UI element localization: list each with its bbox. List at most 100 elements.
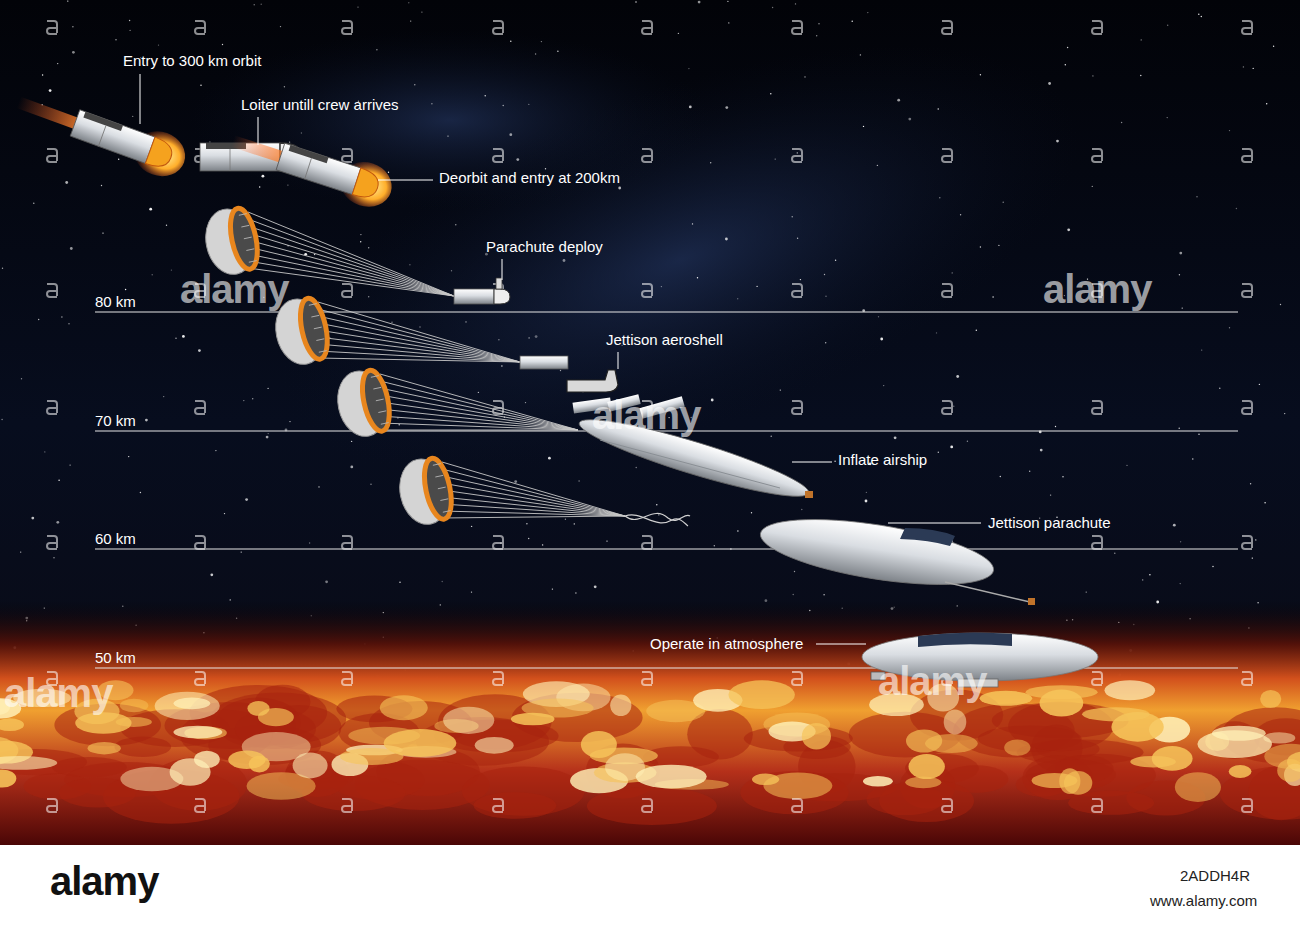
watermark: alamy (592, 392, 700, 438)
watermark-mark (47, 149, 57, 162)
star (938, 452, 939, 453)
star (1167, 117, 1168, 118)
watermark: alamy (4, 670, 112, 716)
suspension-line (380, 402, 578, 430)
star (697, 277, 698, 278)
star (175, 338, 176, 339)
atmosphere-glow (0, 600, 1300, 845)
star (252, 398, 253, 399)
star (442, 581, 443, 582)
watermark-mark (642, 536, 652, 549)
star (485, 95, 486, 96)
cloud-puff (88, 742, 121, 754)
star (158, 44, 159, 45)
cloud-puff (1212, 726, 1266, 741)
star (894, 436, 897, 439)
suspension-line (442, 516, 625, 518)
cloud-puff (0, 769, 16, 787)
watermark-mark (1242, 799, 1252, 812)
watermark-mark (1242, 21, 1252, 34)
cloud-puff (340, 748, 404, 765)
watermark-mark (493, 672, 503, 685)
star (57, 63, 58, 64)
star (525, 402, 526, 403)
watermark-mark (195, 536, 205, 549)
star (1121, 122, 1122, 123)
star (280, 26, 281, 27)
watermark-mark (792, 21, 802, 34)
milky-way (190, 30, 710, 210)
clouds (0, 680, 1300, 825)
star (867, 12, 868, 13)
callout-label: Loiter untill crew arrives (241, 96, 399, 113)
watermark-mark (342, 672, 352, 685)
canopy-rim (420, 456, 456, 522)
star (952, 272, 953, 273)
altitude-lines (95, 312, 1238, 668)
canopy-gore (316, 339, 324, 341)
star (960, 214, 961, 215)
star (883, 385, 884, 386)
star (266, 436, 269, 439)
star (69, 464, 70, 465)
canopy-gore (435, 475, 443, 477)
cloud-puff (293, 753, 328, 779)
star (1179, 274, 1180, 275)
watermark: alamy (180, 266, 288, 312)
cloud-puff (1264, 744, 1300, 769)
star (1266, 103, 1267, 104)
watermark-mark (1092, 672, 1102, 685)
star (980, 246, 981, 247)
parachute (394, 454, 690, 529)
star (578, 480, 579, 481)
star (267, 388, 268, 389)
star (976, 330, 977, 331)
star (770, 93, 771, 94)
star (1243, 66, 1244, 67)
star (516, 158, 519, 161)
watermark-mark (342, 284, 352, 297)
watermark-mark (642, 672, 652, 685)
cloud-shadow (474, 792, 557, 819)
star (1114, 553, 1115, 554)
star (618, 187, 621, 190)
star (1141, 39, 1142, 40)
star (376, 49, 377, 50)
star (797, 152, 798, 153)
watermark-mark (342, 149, 352, 162)
star (772, 7, 773, 8)
cloud-puff (802, 723, 831, 749)
watermark-mark (942, 284, 952, 297)
suspension-line (442, 497, 625, 516)
star (725, 238, 728, 241)
cloud-puff (0, 718, 24, 731)
star (1065, 64, 1066, 65)
star (163, 396, 164, 397)
star (140, 492, 141, 493)
canopy-gore (241, 225, 249, 227)
star (451, 270, 452, 271)
star (58, 480, 59, 481)
suspension-line (318, 351, 520, 362)
star (471, 526, 472, 527)
star (678, 33, 679, 34)
watermark-mark (942, 799, 952, 812)
deorbit-capsule (226, 120, 397, 213)
star (1, 419, 2, 420)
star (101, 185, 102, 186)
star (565, 519, 566, 520)
star (824, 274, 825, 275)
star (70, 247, 73, 250)
callout-label: Jettison aeroshell (606, 331, 723, 348)
star (771, 436, 772, 437)
star (431, 103, 432, 104)
watermark-mark (1092, 149, 1102, 162)
star (792, 216, 793, 217)
star (852, 21, 853, 22)
watermark: alamy (878, 658, 986, 704)
star (794, 571, 795, 572)
star (21, 378, 22, 379)
canopy-gore (440, 499, 448, 501)
star (1040, 449, 1043, 452)
cloud-puff (249, 756, 270, 773)
